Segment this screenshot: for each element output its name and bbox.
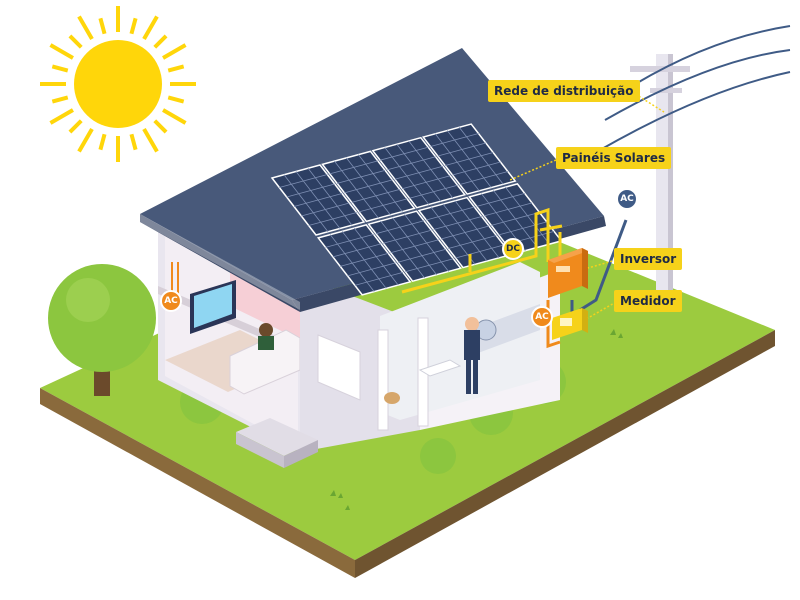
sun-ray (162, 43, 187, 60)
solar-panels (270, 123, 563, 296)
label-inverter: Inversor (614, 248, 683, 270)
label-meter: Medidor (614, 290, 682, 312)
sun-ray (153, 34, 168, 49)
front-steps (236, 418, 318, 468)
sun-ray (129, 17, 138, 35)
panel-cell-line (340, 252, 389, 267)
panel-cell-line (498, 221, 547, 236)
panel-cell-line (293, 193, 343, 207)
sun-ray (142, 15, 159, 40)
sun-ray (68, 119, 83, 134)
sun-ray (142, 128, 159, 153)
panel-cell-line (380, 146, 429, 161)
panel-cell-line (375, 220, 425, 235)
panel-cell-line (397, 248, 447, 263)
sun-ray (51, 64, 69, 73)
panel-cell-line (308, 212, 357, 226)
panel-cell-line (336, 169, 386, 184)
inverter-device (548, 248, 588, 298)
sun-ray (129, 133, 138, 151)
panel-cell-line (491, 212, 540, 226)
panel-cell-line (409, 184, 458, 199)
panel-cell-line (301, 202, 350, 217)
sun-ray (77, 15, 94, 40)
panel-cell-line (279, 174, 328, 188)
label-grid: Rede de distribuição (488, 80, 640, 102)
sun-ray (153, 119, 168, 134)
panel-cell-line (430, 133, 479, 147)
sun-ray (98, 17, 107, 35)
panel-cell-line (483, 202, 533, 217)
panel-cell-line (347, 262, 396, 277)
panel-cell-line (426, 206, 475, 221)
sun-ray (167, 64, 185, 73)
sun-ray (49, 43, 74, 60)
panel-cell-line (351, 188, 400, 203)
panel-cell-line (445, 152, 494, 166)
tree-large (48, 264, 156, 396)
panel-cell-line (394, 165, 443, 180)
label-solar-panels: Painéis Solares (556, 147, 672, 169)
panel-cell-line (440, 225, 490, 240)
panel-cell-line (390, 239, 439, 254)
panel-cell-line (286, 183, 335, 198)
panel-cell-line (452, 161, 501, 176)
panel-cell-line (354, 271, 403, 286)
sun-ray (51, 95, 69, 104)
house-right-wing (300, 262, 560, 452)
ac-badge-pole: AC (616, 188, 638, 210)
panel-cell-line (325, 233, 374, 248)
panel-cell-line (358, 198, 408, 213)
grass-tufts (330, 329, 623, 510)
panel-cell-line (332, 243, 381, 258)
panel-cell-line (433, 216, 482, 230)
panel-cell-line (329, 160, 378, 175)
dc-badge: DC (502, 238, 524, 260)
panel-cell-line (459, 171, 508, 185)
sun-ray (167, 95, 185, 104)
panel-cell-line (448, 235, 497, 249)
panel-cell-line (405, 258, 454, 273)
sun-ray (49, 108, 74, 125)
panel-cell-line (437, 142, 486, 157)
callout-leaders (509, 91, 665, 319)
panel-cell-line (383, 229, 432, 244)
panel-cell-line (455, 244, 504, 259)
ac-badge-meter: AC (531, 306, 553, 328)
sun-ray (68, 34, 83, 49)
sun-ray (77, 128, 94, 153)
panel-cell-line (476, 193, 525, 207)
meter-device (552, 308, 588, 340)
sun-ray (162, 108, 187, 125)
panel-cell-line (344, 179, 393, 194)
ac-badge-indoor: AC (160, 290, 182, 312)
sun-ray (98, 133, 107, 151)
panel-cell-line (387, 156, 436, 171)
sun-icon (40, 6, 196, 162)
panel-cell-line (402, 175, 451, 190)
